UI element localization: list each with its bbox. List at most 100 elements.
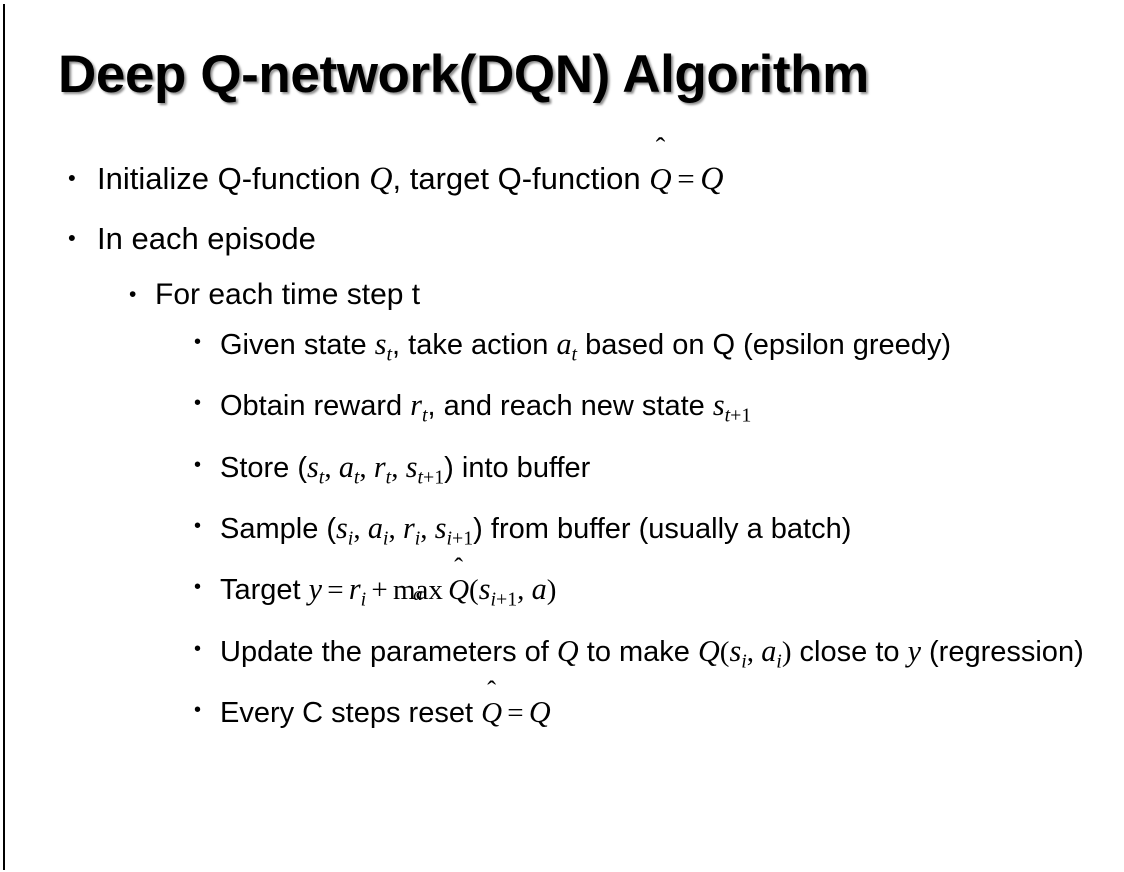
text-sample-p1: Sample ( bbox=[220, 513, 337, 546]
text-comma-2: , bbox=[388, 513, 403, 546]
bullet-update-parameters-text: Update the parameters of Q to make Q(si,… bbox=[220, 628, 1094, 684]
math-sample-r1-base: r bbox=[402, 511, 415, 546]
math-update-q1: Q bbox=[556, 633, 579, 668]
text-comma-2: , bbox=[359, 451, 374, 484]
math-paren-close: ) bbox=[781, 635, 792, 668]
math-target-r-base: r bbox=[348, 572, 361, 607]
bullet-obtain-reward-text: Obtain reward rt, and reach new state st… bbox=[220, 382, 1094, 438]
text-initialize-prefix: Initialize Q-function bbox=[97, 161, 370, 196]
math-equals: = bbox=[677, 161, 695, 196]
math-paren-open: ( bbox=[469, 574, 479, 607]
math-r: rt bbox=[410, 388, 427, 426]
math-update-s-base: s bbox=[729, 633, 742, 668]
bullet-dot-icon: • bbox=[194, 453, 202, 476]
bullet-dot-icon: • bbox=[68, 165, 76, 191]
math-s-next-sub-num: +1 bbox=[730, 404, 752, 427]
math-store-s1-sub: t bbox=[318, 466, 325, 489]
math-store-s2-sub-var: t bbox=[417, 466, 423, 489]
math-a-base: a bbox=[556, 327, 572, 361]
text-update-p3: close to bbox=[791, 635, 908, 668]
math-q-hat-base: Q bbox=[481, 697, 503, 730]
math-update-s: si bbox=[729, 633, 746, 672]
math-store-s2-base: s bbox=[405, 449, 418, 484]
math-sample-s2-sub-var: i bbox=[446, 527, 452, 550]
text-initialize-mid: , target Q-function bbox=[392, 161, 650, 196]
bullet-obtain-reward: • Obtain reward rt, and reach new state … bbox=[0, 382, 1124, 438]
math-sample-r1-sub: i bbox=[414, 527, 421, 550]
text-store-p1: Store ( bbox=[220, 451, 308, 484]
text-sample-p2: ) from buffer (usually a batch) bbox=[473, 513, 852, 546]
left-edge-rule bbox=[3, 4, 5, 870]
bullet-target-equation-text: Target y=ri+maxâQ(si+1, a) bbox=[220, 566, 1094, 622]
math-s-next-sub-var: t bbox=[724, 404, 731, 427]
bullet-store-tuple-text: Store (st, at, rt, st+1) into buffer bbox=[220, 444, 1094, 500]
bullet-target-equation: • Target y=ri+maxâQ(si+1, a) bbox=[0, 566, 1124, 622]
slide-body: • Initialize Q-function Q, target Q-func… bbox=[0, 148, 1124, 741]
bullet-dot-icon: • bbox=[129, 283, 137, 307]
text-update-p4: (regression) bbox=[920, 635, 1084, 668]
text-target-p1: Target bbox=[220, 574, 309, 607]
math-q-hat: ̂Q bbox=[448, 567, 469, 613]
bullet-dot-icon: • bbox=[194, 576, 202, 599]
math-store-s2: st+1 bbox=[405, 449, 444, 488]
slide-title: Deep Q-network(DQN) Algorithm bbox=[58, 45, 869, 104]
math-store-a1-base: a bbox=[338, 449, 354, 484]
math-max-label: max bbox=[392, 574, 443, 607]
bullet-update-parameters: • Update the parameters of Q to make Q(s… bbox=[0, 628, 1124, 684]
math-q-hat-base: Q bbox=[649, 161, 672, 196]
math-store-a1-sub: t bbox=[353, 466, 360, 489]
text-update-p1: Update the parameters of bbox=[220, 635, 557, 668]
math-target-s-sub-var: i bbox=[490, 588, 496, 611]
math-update-a-sub: i bbox=[776, 650, 782, 673]
math-target-a: a bbox=[531, 572, 547, 607]
bullet-in-each-episode-text: In each episode bbox=[97, 221, 316, 256]
bullet-dot-icon: • bbox=[194, 515, 202, 538]
text-comma-3: , bbox=[391, 451, 406, 484]
bullet-for-each-time-step-text: For each time step t bbox=[155, 278, 421, 311]
math-q-hat: ̂Q bbox=[481, 690, 502, 736]
math-paren-open: ( bbox=[719, 635, 730, 668]
math-target-s-sub-num: +1 bbox=[496, 588, 518, 611]
text-update-p2: to make bbox=[578, 635, 698, 668]
math-update-a: ai bbox=[761, 634, 782, 672]
math-reset-q: Q bbox=[528, 695, 551, 730]
math-sample-a1-base: a bbox=[367, 511, 383, 546]
bullet-store-tuple: • Store (st, at, rt, st+1) into buffer bbox=[0, 444, 1124, 500]
math-store-s1: st bbox=[307, 449, 324, 488]
math-q-hat-base: Q bbox=[448, 574, 470, 607]
math-sample-s2-base: s bbox=[434, 511, 447, 546]
math-store-r1-base: r bbox=[373, 449, 386, 484]
math-target-s-base: s bbox=[478, 572, 491, 607]
math-comma: , bbox=[517, 574, 532, 607]
bullet-given-state-text: Given state st, take action at based on … bbox=[220, 321, 1094, 377]
math-sample-s1-base: s bbox=[336, 511, 348, 546]
math-s-next-base: s bbox=[712, 388, 725, 423]
text-comma-1: , bbox=[324, 451, 339, 484]
bullet-dot-icon: • bbox=[194, 699, 202, 722]
math-sample-a1-sub: i bbox=[382, 527, 389, 550]
math-sample-r1: ri bbox=[402, 511, 420, 549]
bullet-sample-tuple: • Sample (si, ai, ri, si+1) from buffer … bbox=[0, 505, 1124, 561]
math-s-subscript: t bbox=[386, 343, 393, 366]
math-update-y: y bbox=[907, 633, 921, 668]
math-update-s-sub: i bbox=[741, 650, 747, 673]
math-plus: + bbox=[371, 574, 388, 607]
bullet-in-each-episode: • In each episode bbox=[0, 209, 1124, 269]
math-equals: = bbox=[327, 574, 344, 607]
math-sample-s2-sub-num: +1 bbox=[452, 527, 474, 550]
math-store-r1-sub: t bbox=[385, 466, 392, 489]
text-given-state-p3: based on Q (epsilon greedy) bbox=[577, 329, 952, 361]
math-q-hat: ̂Q bbox=[649, 149, 671, 209]
text-reset-p1: Every C steps reset bbox=[220, 697, 482, 730]
math-r-subscript: t bbox=[421, 404, 428, 427]
math-sample-s2: si+1 bbox=[434, 511, 473, 549]
math-max-underset: a bbox=[413, 584, 423, 606]
bullet-initialize: • Initialize Q-function Q, target Q-func… bbox=[0, 148, 1124, 209]
text-comma-1: , bbox=[353, 513, 368, 546]
math-store-s1-base: s bbox=[307, 449, 319, 484]
math-target-r: ri bbox=[348, 572, 366, 610]
math-comma: , bbox=[746, 635, 762, 668]
math-sample-s1: si bbox=[336, 511, 353, 549]
